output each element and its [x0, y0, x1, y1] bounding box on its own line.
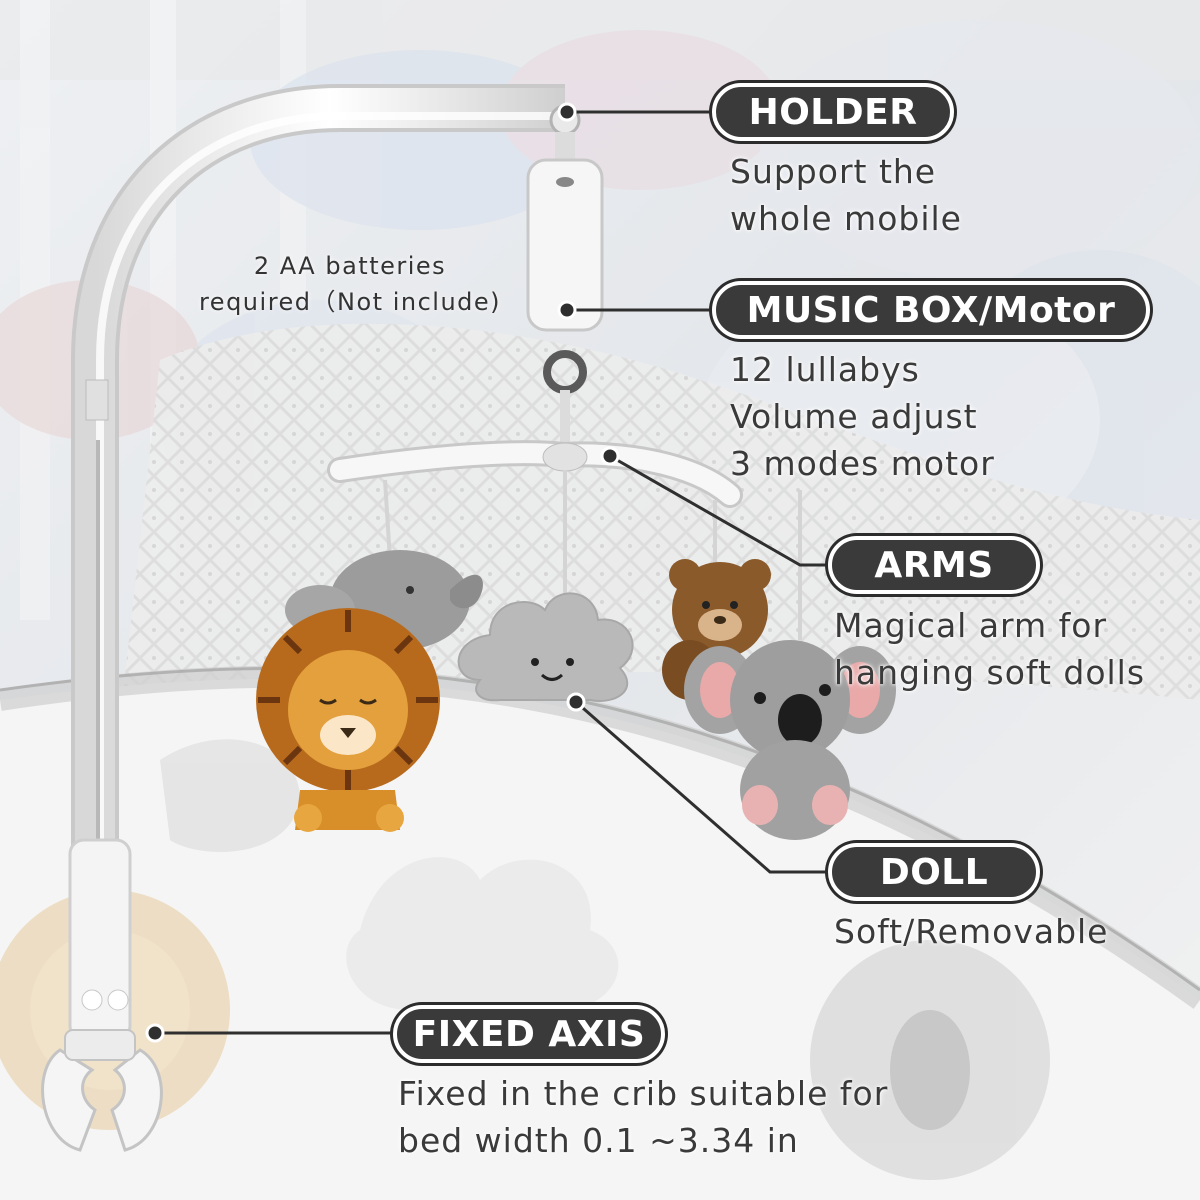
fixed-axis-label: FIXED AXIS: [393, 1005, 665, 1063]
music-box-line-2: Volume adjust: [730, 397, 978, 436]
fixed-axis-title: FIXED AXIS: [412, 1013, 646, 1055]
crib-clamp: [41, 838, 163, 1152]
music-box: [526, 104, 604, 450]
arms-label: ARMS: [828, 536, 1040, 594]
fixed-axis-line-2: bed width 0.1 ~3.34 in: [398, 1121, 799, 1160]
doll-title: DOLL: [879, 851, 989, 893]
arms-line-2: hanging soft dolls: [834, 653, 1146, 692]
doll-line-1: Soft/Removable: [834, 912, 1109, 951]
doll-description: Soft/Removable: [834, 908, 1109, 955]
holder-line-2: whole mobile: [730, 199, 962, 238]
doll-arms: [327, 440, 802, 640]
music-box-title: MUSIC BOX/Motor: [746, 289, 1116, 331]
holder-description: Support the whole mobile: [730, 148, 962, 242]
leader-lines: [155, 110, 828, 1035]
koala-plush: [684, 640, 896, 840]
fixed-axis-description: Fixed in the crib suitable for bed width…: [398, 1070, 888, 1164]
holder-title: HOLDER: [748, 91, 918, 133]
holder-label: HOLDER: [712, 83, 954, 141]
lion-plush: [256, 608, 440, 832]
battery-note-line-2: required（Not include): [198, 288, 502, 316]
music-box-label: MUSIC BOX/Motor: [712, 281, 1150, 339]
music-box-description: 12 lullabys Volume adjust 3 modes motor: [730, 346, 995, 487]
mobile-arm: [71, 84, 565, 900]
arms-description: Magical arm for hanging soft dolls: [834, 602, 1145, 696]
music-box-line-1: 12 lullabys: [730, 350, 920, 389]
cloud-plush: [457, 592, 634, 702]
doll-label: DOLL: [828, 843, 1040, 901]
arms-title: ARMS: [874, 544, 994, 586]
battery-note-line-1: 2 AA batteries: [253, 252, 447, 280]
arms-line-1: Magical arm for: [834, 606, 1108, 645]
battery-note: 2 AA batteries required（Not include): [170, 248, 530, 320]
fixed-axis-line-1: Fixed in the crib suitable for: [398, 1074, 889, 1113]
music-box-line-3: 3 modes motor: [730, 444, 995, 483]
holder-line-1: Support the: [730, 152, 937, 191]
leader-dots: [145, 102, 620, 1043]
